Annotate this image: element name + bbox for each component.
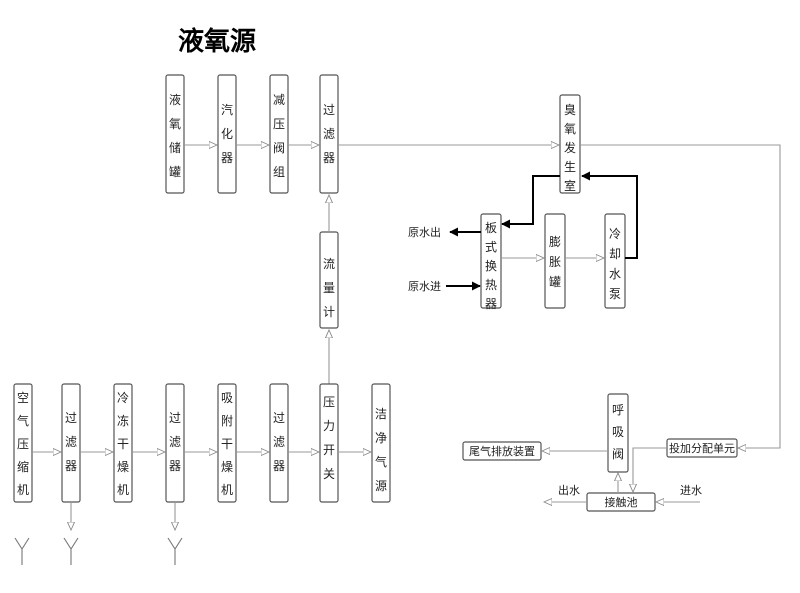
- air-compressor-box: 空气压缩机: [13, 383, 33, 503]
- air-compressor-label: 空气压缩机: [17, 391, 29, 497]
- distribution-unit-label: 投加分配单元: [669, 441, 735, 455]
- clean-gas-box: 洁净气源: [371, 383, 391, 503]
- flowmeter-box: 流量计: [319, 231, 339, 329]
- adsorb-dryer-label: 吸附干燥机: [221, 391, 233, 497]
- clean-gas-label: 洁净气源: [375, 407, 387, 493]
- vaporizer-label: 汽化器: [221, 102, 233, 165]
- air-filter2-label: 过滤器: [169, 411, 181, 473]
- breath-valve-box: 呼吸阀: [607, 393, 629, 473]
- water-out-label: 出水: [558, 483, 580, 497]
- lox-tank-label: 液氧储罐: [169, 92, 181, 179]
- adsorb-dryer-box: 吸附干燥机: [217, 383, 237, 503]
- raw-water-out-label: 原水出: [408, 225, 441, 239]
- air-filter1-box: 过滤器: [61, 383, 81, 503]
- heat-exchanger-label: 板式换热器: [485, 221, 497, 311]
- drain-symbol-compressor: [14, 537, 30, 565]
- air-filter2-box: 过滤器: [165, 383, 185, 503]
- water-in-label: 进水: [680, 484, 702, 497]
- air-filter1-label: 过滤器: [65, 411, 77, 473]
- pressure-switch-box: 压力开关: [319, 383, 339, 503]
- ozone-generator-box: 臭氧发生室: [559, 94, 581, 194]
- cooling-generator-to-exchanger: [501, 175, 560, 229]
- cold-dryer-box: 冷冻干燥机: [113, 383, 133, 503]
- air-filter3-label: 过滤器: [273, 411, 285, 473]
- distribution-unit-box: 投加分配单元: [666, 438, 738, 458]
- drain-symbol-filter1: [63, 537, 79, 565]
- ozone-generator-label: 臭氧发生室: [564, 102, 576, 193]
- cooling-pump-label: 冷却水泵: [609, 227, 621, 301]
- flowmeter-label: 流量计: [323, 257, 335, 319]
- cold-dryer-label: 冷冻干燥机: [117, 391, 129, 497]
- breath-valve-label: 呼吸阀: [612, 403, 624, 461]
- expansion-tank-label: 膨胀罐: [549, 235, 561, 289]
- lox-filter-box: 过滤器: [319, 74, 339, 194]
- diagram-title: 液氧源: [178, 27, 256, 57]
- vaporizer-box: 汽化器: [217, 74, 237, 194]
- pressure-valve-label: 减压阀组: [273, 93, 285, 179]
- exhaust-label: 尾气排放装置: [469, 444, 535, 458]
- contact-tank-label: 接触池: [605, 495, 638, 509]
- raw-water-in-label: 原水进: [408, 280, 441, 293]
- air-filter3-box: 过滤器: [269, 383, 289, 503]
- exhaust-box: 尾气排放装置: [462, 441, 542, 461]
- arrow-distribution-to-tank: [633, 447, 667, 492]
- contact-tank-box: 接触池: [586, 492, 656, 512]
- cooling-pump-box: 冷却水泵: [604, 213, 626, 309]
- pressure-valve-box: 减压阀组: [269, 74, 289, 194]
- heat-exchanger-box: 板式换热器: [480, 213, 502, 311]
- pressure-switch-label: 压力开关: [323, 395, 335, 481]
- expansion-tank-box: 膨胀罐: [544, 213, 566, 309]
- lox-filter-label: 过滤器: [323, 103, 335, 165]
- lox-tank-box: 液氧储罐: [165, 74, 185, 194]
- drain-symbol-filter2: [167, 537, 183, 565]
- cooling-return-to-generator: [581, 171, 638, 259]
- arrow-generator-to-distribution: [580, 144, 781, 448]
